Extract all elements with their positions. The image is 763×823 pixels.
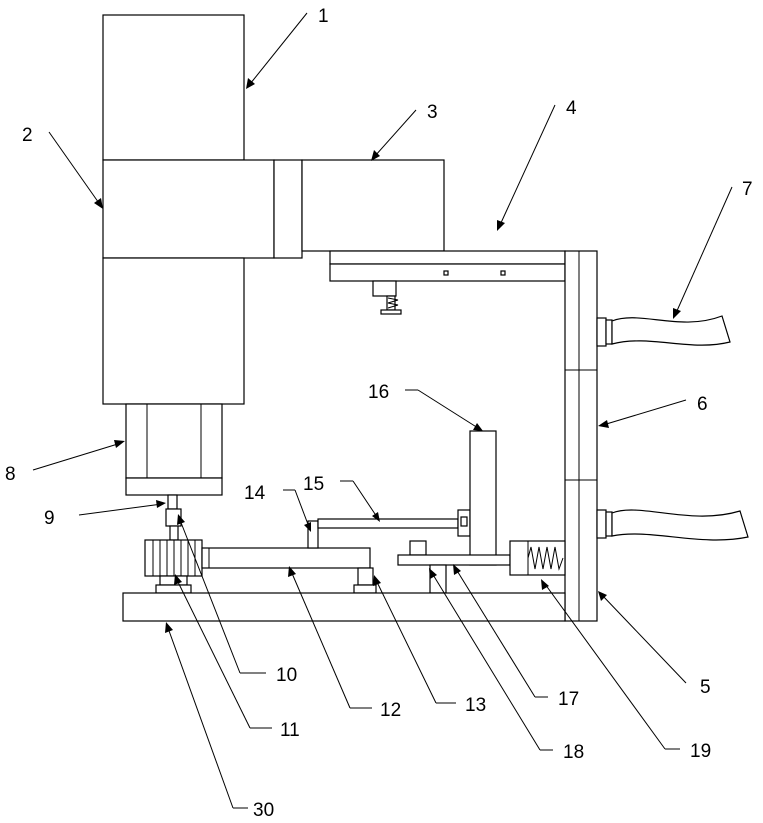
part-13-support — [358, 568, 373, 585]
upper-handle-collar — [606, 320, 612, 344]
arrow-7 — [673, 308, 681, 319]
arrow-9 — [156, 500, 166, 508]
part-30-base-plate — [123, 593, 565, 621]
leader-2 — [49, 132, 101, 206]
part-5-right-post — [565, 251, 597, 621]
label-3: 3 — [427, 102, 438, 123]
arrow-13 — [373, 575, 381, 586]
label-2: 2 — [22, 125, 33, 146]
leader-4 — [500, 105, 555, 225]
support-foot — [354, 585, 376, 593]
sensor-body — [373, 281, 396, 296]
label-12: 12 — [380, 700, 401, 721]
label-13: 13 — [465, 695, 486, 716]
arrow-2 — [94, 198, 103, 209]
part-7-upper-handle-grip — [612, 316, 730, 345]
lower-handle-collar — [606, 512, 612, 536]
part-16-vertical-plate — [470, 431, 496, 565]
label-4: 4 — [566, 98, 577, 119]
beam-hole — [444, 271, 448, 275]
leader-5 — [602, 595, 686, 683]
arrow-16 — [473, 423, 483, 431]
leader-8 — [33, 443, 121, 470]
part-7-upper-handle-mount — [597, 318, 606, 346]
part-17-slider — [398, 555, 510, 565]
part-9-shaft — [168, 495, 177, 509]
leader-19 — [545, 584, 665, 749]
label-8: 8 — [5, 464, 16, 485]
lower-handle-mount — [597, 510, 606, 538]
leader-6 — [603, 400, 686, 425]
arrow-8 — [114, 440, 125, 448]
label-18: 18 — [563, 742, 584, 763]
label-11: 11 — [280, 720, 300, 741]
label-10: 10 — [276, 665, 297, 686]
arrow-4 — [497, 220, 505, 231]
label-5: 5 — [700, 677, 711, 698]
part-2-middle-housing — [103, 160, 274, 258]
leader-3 — [375, 110, 416, 156]
part-3-arm-block — [302, 160, 444, 251]
arrow-17 — [453, 564, 461, 575]
label-30: 30 — [253, 800, 274, 821]
part-15-push-rod — [318, 519, 458, 528]
label-15: 15 — [303, 474, 324, 495]
beam-hole — [501, 271, 505, 275]
coupling-lower-shaft — [170, 526, 178, 540]
label-9: 9 — [44, 508, 55, 529]
label-19: 19 — [690, 741, 711, 762]
part-8-motor — [126, 404, 222, 478]
gear-foot — [156, 585, 191, 593]
arrow-30 — [165, 622, 173, 633]
part-1-upper-housing — [103, 15, 244, 160]
leader-14 — [295, 490, 309, 527]
leader-12 — [291, 571, 350, 708]
leader-30 — [168, 628, 233, 808]
label-14: 14 — [244, 483, 266, 504]
part-4-frame-beam — [330, 251, 565, 264]
rod-end-slot — [461, 517, 467, 526]
part-18-pin — [410, 541, 426, 555]
label-17: 17 — [558, 689, 579, 710]
part-12-slide-bar — [202, 548, 370, 568]
label-7: 7 — [742, 179, 753, 200]
lower-handle-grip — [612, 510, 748, 540]
leader-7 — [676, 187, 732, 313]
leader-1 — [250, 13, 307, 84]
motor-base-plate — [126, 478, 222, 495]
sensor-tip — [381, 310, 401, 314]
gear-support — [160, 576, 187, 585]
label-6: 6 — [697, 394, 708, 415]
label-1: 1 — [318, 6, 329, 27]
slider-leg — [430, 565, 446, 593]
lower-housing — [103, 258, 244, 404]
leader-16 — [418, 390, 478, 428]
leader-15 — [353, 481, 377, 517]
leader-9 — [79, 504, 162, 515]
label-16: 16 — [368, 382, 389, 403]
arrow-6 — [598, 420, 609, 428]
connector-block — [274, 160, 302, 258]
